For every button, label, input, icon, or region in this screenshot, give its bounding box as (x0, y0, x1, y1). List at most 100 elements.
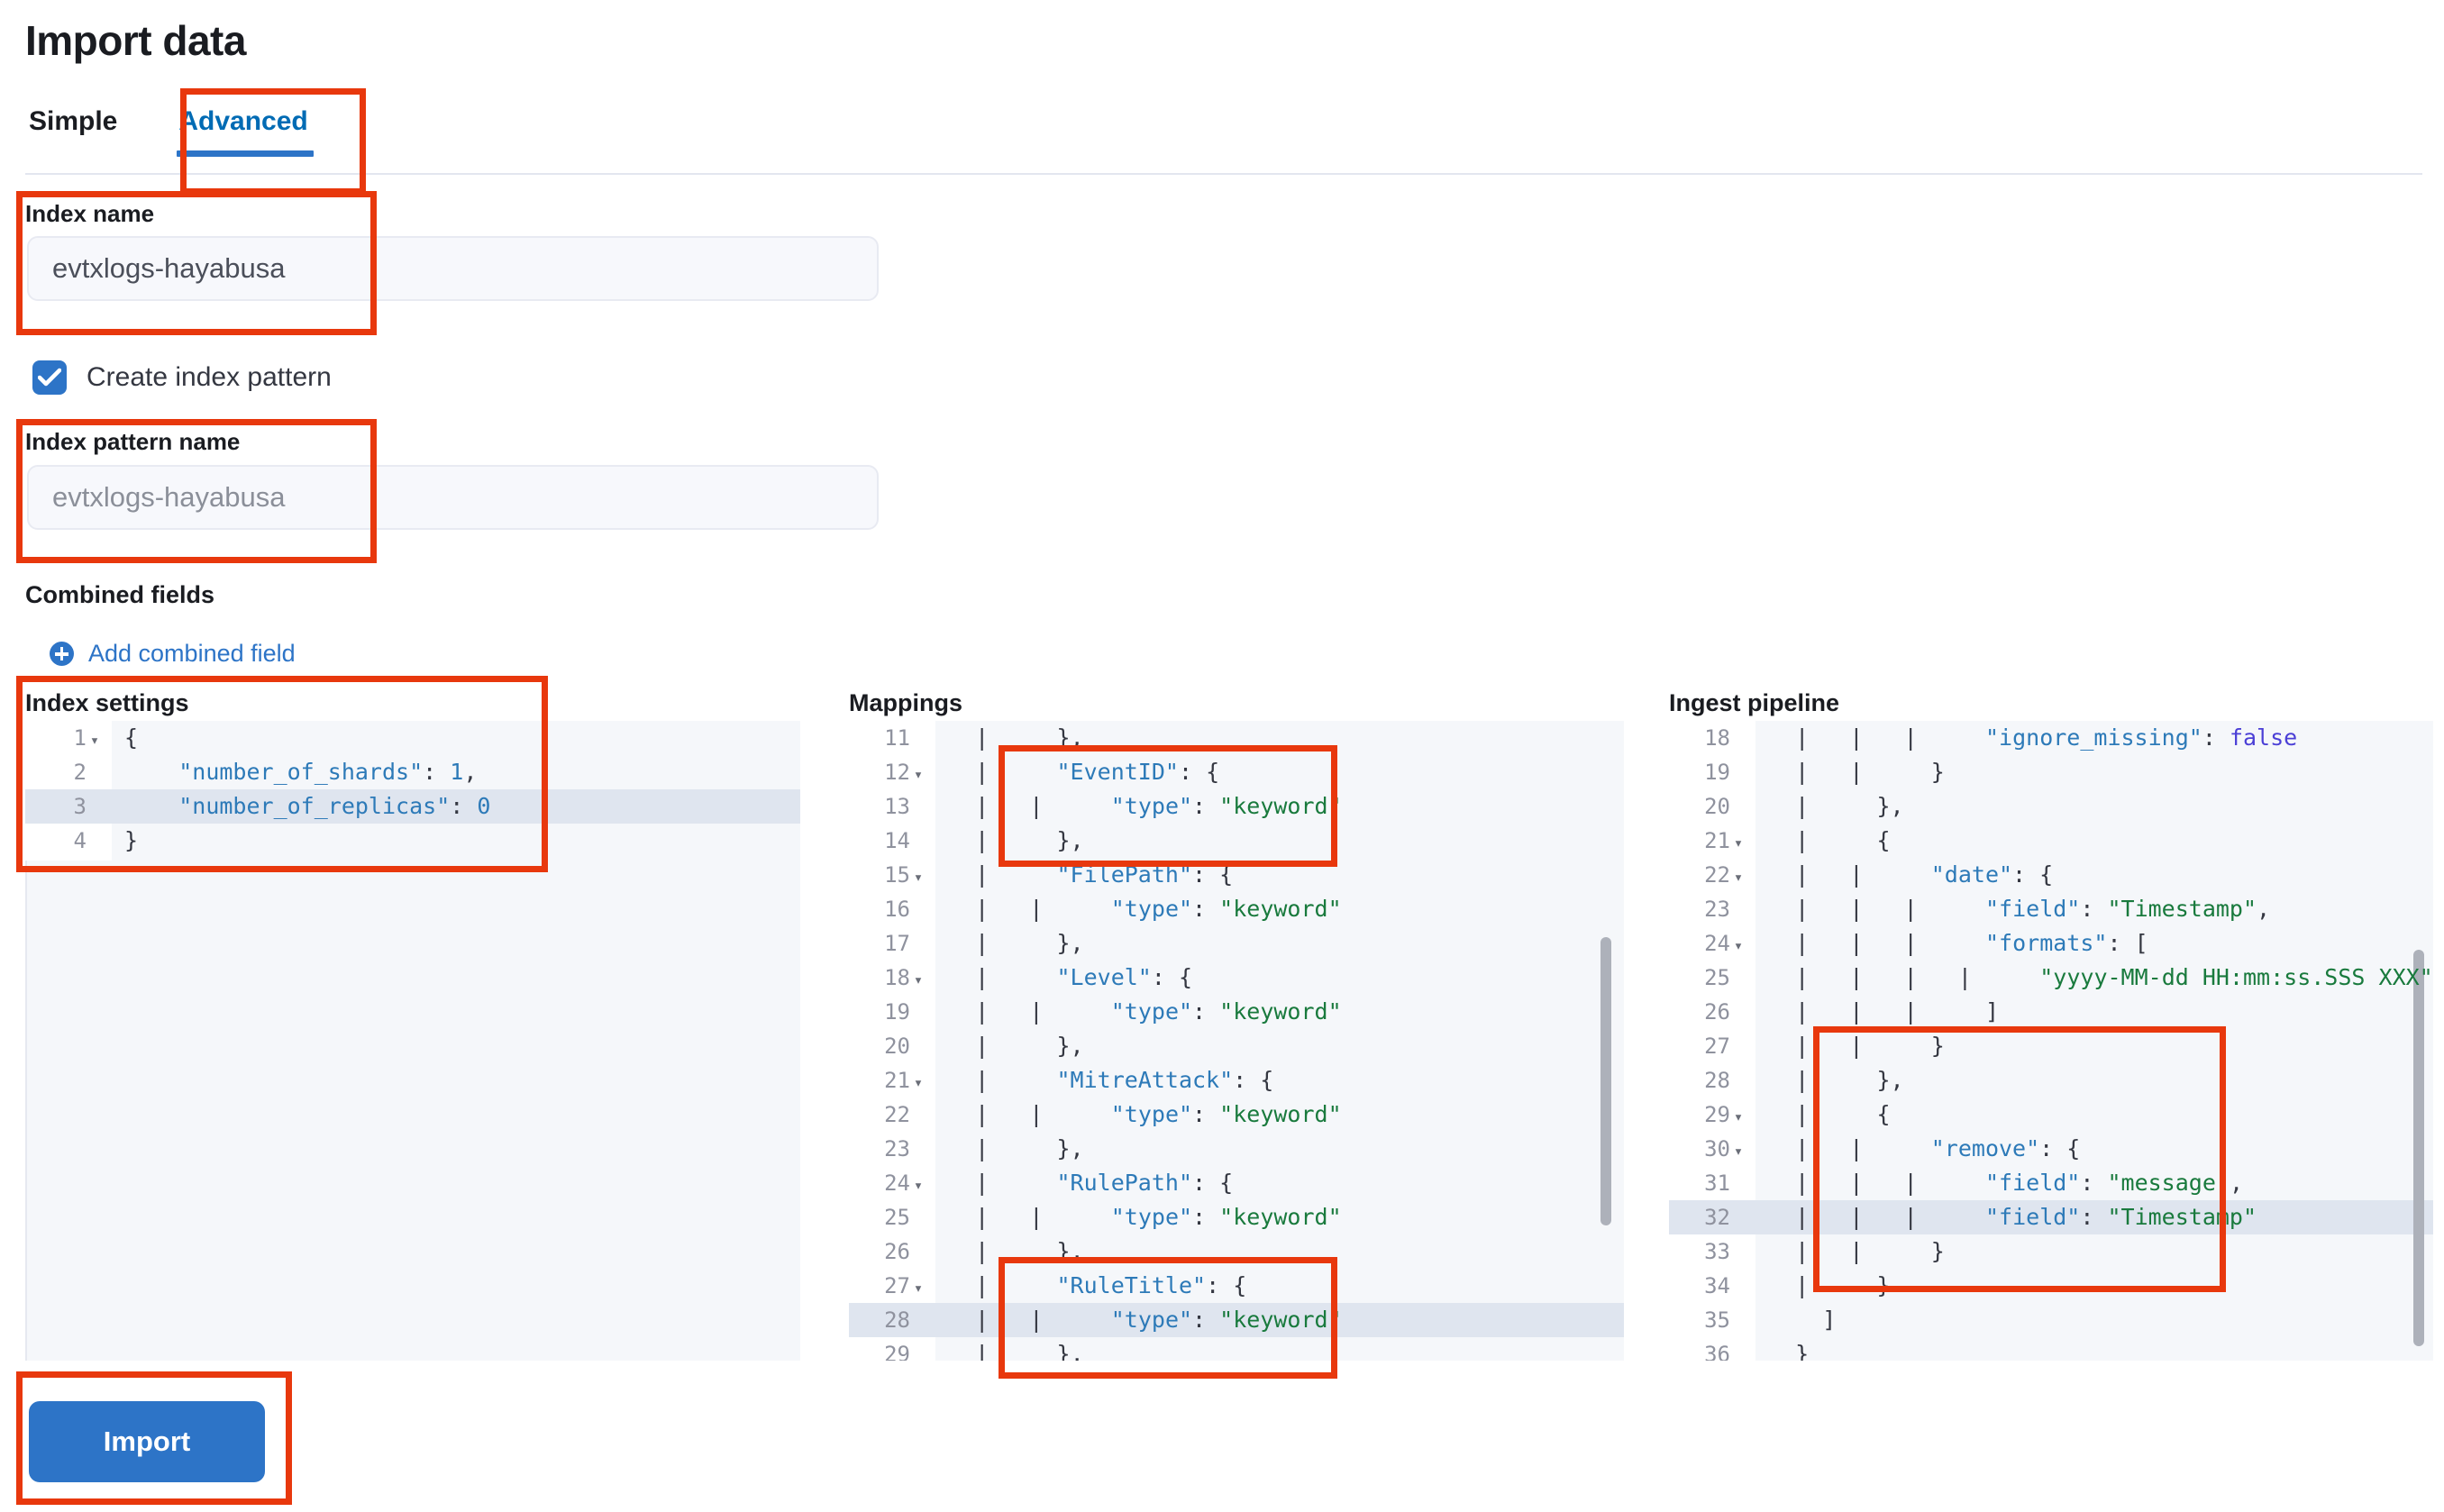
code-line[interactable]: 27▾ | "RuleTitle": { (849, 1269, 1624, 1306)
index-pattern-name-input[interactable]: evtxlogs-hayabusa (27, 465, 879, 530)
fold-arrow-icon[interactable] (1730, 895, 1746, 929)
code-line[interactable]: 26 | | | ] (1669, 995, 2433, 1032)
code-line[interactable]: 14 | }, (849, 824, 1624, 861)
fold-arrow-icon[interactable] (910, 1306, 926, 1340)
fold-arrow-icon[interactable] (910, 1134, 926, 1169)
code-line[interactable]: 15▾ | "FilePath": { (849, 858, 1624, 895)
fold-arrow-icon[interactable] (1730, 1237, 1746, 1271)
fold-arrow-icon[interactable] (1730, 792, 1746, 826)
code-line[interactable]: 4 } (25, 824, 800, 861)
fold-arrow-icon[interactable] (910, 826, 926, 861)
code-line[interactable]: 25 | | "type": "keyword" (849, 1200, 1624, 1237)
code-line[interactable]: 18 | | | "ignore_missing": false (1669, 721, 2433, 758)
fold-arrow-icon[interactable]: ▾ (1733, 834, 1744, 852)
code-line[interactable]: 28 | }, (1669, 1063, 2433, 1100)
tab-advanced[interactable]: Advanced (148, 99, 340, 157)
code-line[interactable]: 16 | | "type": "keyword" (849, 892, 1624, 929)
code-line[interactable]: 2 "number_of_shards": 1, (25, 755, 800, 792)
fold-arrow-icon[interactable] (87, 758, 103, 792)
index-name-input[interactable]: evtxlogs-hayabusa (27, 236, 879, 301)
fold-arrow-icon[interactable] (910, 1100, 926, 1134)
fold-arrow-icon[interactable] (1730, 1271, 1746, 1306)
fold-arrow-icon[interactable]: ▾ (1733, 937, 1744, 955)
fold-arrow-icon[interactable]: ▾ (913, 971, 924, 989)
fold-arrow-icon[interactable]: ▾ (913, 766, 924, 784)
fold-arrow-icon[interactable] (1730, 1169, 1746, 1203)
fold-arrow-icon[interactable] (910, 724, 926, 758)
fold-arrow-icon[interactable]: ▾ (913, 869, 924, 887)
code-line[interactable]: 30▾ | | "remove": { (1669, 1132, 2433, 1169)
fold-arrow-icon[interactable]: ▾ (913, 1177, 924, 1195)
code-line[interactable]: 17 | }, (849, 926, 1624, 963)
code-line[interactable]: 36 } (1669, 1337, 2433, 1361)
code-line[interactable]: 28 | | "type": "keyword" (849, 1303, 1624, 1340)
code-line[interactable]: 26 | }, (849, 1234, 1624, 1271)
fold-arrow-icon[interactable]: ▾ (913, 1280, 924, 1298)
code-line[interactable]: 21▾ | "MitreAttack": { (849, 1063, 1624, 1100)
fold-arrow-icon[interactable] (910, 895, 926, 929)
index-settings-editor[interactable]: 1▾{2 "number_of_shards": 1,3 "number_of_… (25, 721, 800, 1361)
fold-arrow-icon[interactable] (1730, 1306, 1746, 1340)
code-line[interactable]: 32 | | | "field": "Timestamp" (1669, 1200, 2433, 1237)
fold-arrow-icon[interactable] (1730, 724, 1746, 758)
fold-arrow-icon[interactable] (1730, 1032, 1746, 1066)
ingest-pipeline-scrollbar[interactable] (2413, 950, 2424, 1346)
code-line[interactable]: 18▾ | "Level": { (849, 961, 1624, 997)
fold-arrow-icon[interactable] (1730, 997, 1746, 1032)
create-index-pattern-checkbox[interactable] (32, 360, 67, 395)
code-line[interactable]: 22 | | "type": "keyword" (849, 1098, 1624, 1134)
code-line[interactable]: 24▾ | "RulePath": { (849, 1166, 1624, 1203)
code-line[interactable]: 35 ] (1669, 1303, 2433, 1340)
code-line[interactable]: 25 | | | | "yyyy-MM-dd HH:mm:ss.SSS XXX" (1669, 961, 2433, 997)
code-line[interactable]: 33 | | } (1669, 1234, 2433, 1271)
fold-arrow-icon[interactable] (910, 1203, 926, 1237)
fold-arrow-icon[interactable] (87, 792, 103, 826)
code-line[interactable]: 1▾{ (25, 721, 800, 758)
fold-arrow-icon[interactable] (910, 929, 926, 963)
code-line[interactable]: 23 | | | "field": "Timestamp", (1669, 892, 2433, 929)
code-line[interactable]: 21▾ | { (1669, 824, 2433, 861)
code-line[interactable]: 11 | }, (849, 721, 1624, 758)
code-line[interactable]: 27 | | } (1669, 1029, 2433, 1066)
tab-simple[interactable]: Simple (29, 106, 118, 136)
create-index-pattern-row[interactable]: Create index pattern (32, 360, 332, 395)
code-line[interactable]: 23 | }, (849, 1132, 1624, 1169)
add-combined-field-button[interactable]: Add combined field (50, 640, 296, 668)
fold-arrow-icon[interactable] (910, 792, 926, 826)
fold-arrow-icon[interactable] (1730, 1203, 1746, 1237)
code-text: | }, (975, 1135, 1084, 1161)
code-line[interactable]: 20 | }, (849, 1029, 1624, 1066)
code-line[interactable]: 3 "number_of_replicas": 0 (25, 789, 800, 826)
code-line[interactable]: 19 | | "type": "keyword" (849, 995, 1624, 1032)
code-text: | | "date": { (1795, 861, 2054, 888)
fold-arrow-icon[interactable] (910, 1032, 926, 1066)
code-line[interactable]: 29▾ | { (1669, 1098, 2433, 1134)
code-text: | "EventID": { (975, 759, 1220, 785)
import-button[interactable]: Import (29, 1401, 265, 1482)
code-line[interactable]: 12▾ | "EventID": { (849, 755, 1624, 792)
code-line[interactable]: 13 | | "type": "keyword" (849, 789, 1624, 826)
fold-arrow-icon[interactable]: ▾ (1733, 1143, 1744, 1161)
fold-arrow-icon[interactable] (910, 997, 926, 1032)
fold-arrow-icon[interactable] (1730, 1066, 1746, 1100)
fold-arrow-icon[interactable]: ▾ (89, 732, 100, 750)
mappings-editor[interactable]: 11 | },12▾ | "EventID": {13 | | "type": … (849, 721, 1624, 1361)
fold-arrow-icon[interactable] (1730, 963, 1746, 997)
fold-arrow-icon[interactable]: ▾ (1733, 1108, 1744, 1126)
code-line[interactable]: 34 | } (1669, 1269, 2433, 1306)
code-line[interactable]: 19 | | } (1669, 755, 2433, 792)
code-line[interactable]: 20 | }, (1669, 789, 2433, 826)
fold-arrow-icon[interactable] (1730, 758, 1746, 792)
mappings-scrollbar[interactable] (1600, 937, 1611, 1225)
code-line[interactable]: 31 | | | "field": "message", (1669, 1166, 2433, 1203)
fold-arrow-icon[interactable] (1730, 1340, 1746, 1361)
code-line[interactable]: 29 | }, (849, 1337, 1624, 1361)
fold-arrow-icon[interactable] (910, 1237, 926, 1271)
fold-arrow-icon[interactable]: ▾ (913, 1074, 924, 1092)
fold-arrow-icon[interactable]: ▾ (1733, 869, 1744, 887)
code-line[interactable]: 22▾ | | "date": { (1669, 858, 2433, 895)
fold-arrow-icon[interactable] (910, 1340, 926, 1361)
code-line[interactable]: 24▾ | | | "formats": [ (1669, 926, 2433, 963)
fold-arrow-icon[interactable] (87, 826, 103, 861)
